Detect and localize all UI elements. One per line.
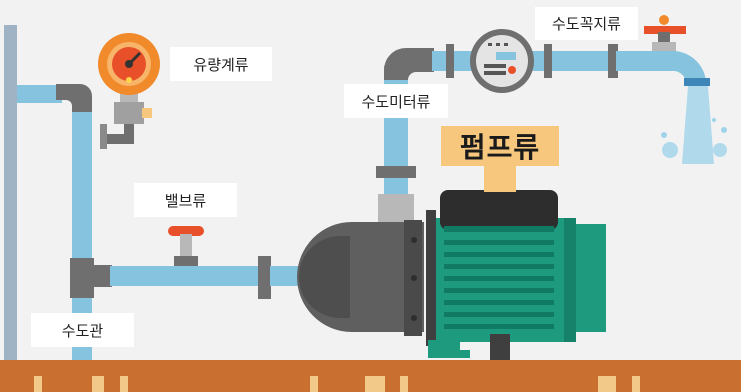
label-water-pipe: 수도관 (31, 313, 134, 347)
label-faucet: 수도꼭지류 (535, 7, 638, 40)
faucet (616, 15, 727, 164)
label-flow-meter: 유량계류 (170, 47, 272, 81)
pump-label-stem (484, 164, 516, 192)
label-pump: 펌프류 (441, 126, 559, 166)
label-water-meter: 수도미터류 (344, 84, 448, 118)
pump (297, 190, 606, 360)
label-valve: 밸브류 (134, 183, 237, 217)
water-pipe (17, 84, 302, 362)
flow-meter-gauge (98, 33, 160, 149)
ground (0, 360, 741, 392)
valve (168, 226, 204, 266)
water-meter (470, 29, 534, 93)
wall-post (4, 25, 17, 360)
